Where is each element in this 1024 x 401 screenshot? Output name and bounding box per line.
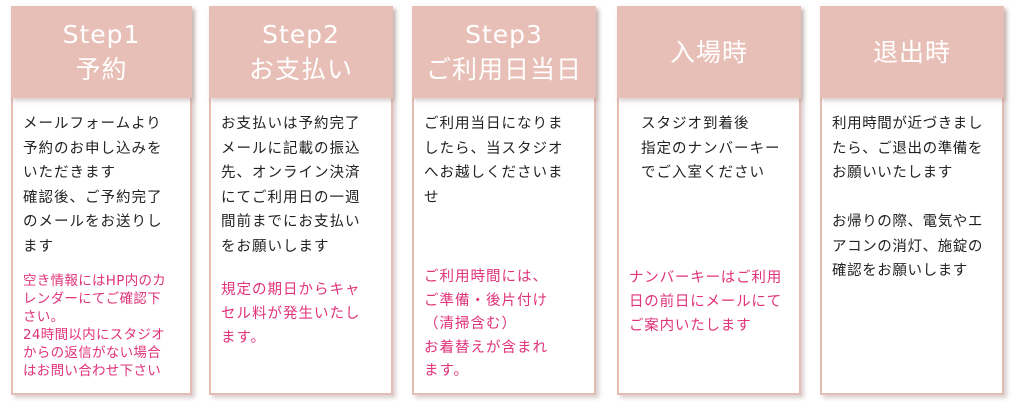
step-description-5: 利用時間が近づきまし たら、ご退出の準備を お願いいたします お帰りの際、電気や… [832,116,983,279]
step-header-3: Step3 ご利用日当日 [412,6,596,98]
step-card-2: Step2 お支払い お支払いは予約完了 メールに記載の振込 先、オンライン決済… [209,6,393,395]
step-title-2: Step2 お支払い [248,20,353,84]
step-note-4: ナンバーキーはご利用 日の前日にメールにて ご案内いたします [629,270,782,334]
step-card-5: 退出時 利用時間が近づきまし たら、ご退出の準備を お願いいたします お帰りの際… [820,6,1004,395]
step-title-4: 入場時 [669,37,748,67]
step-header-5: 退出時 [820,6,1004,98]
step-description-1: メールフォームより 予約のお申し込みを いただきます 確認後、ご予約完了 のメー… [23,116,163,255]
step-card-1: Step1 予約 メールフォームより 予約のお申し込みを いただきます 確認後、… [11,6,192,395]
step-title-5: 退出時 [872,37,951,67]
step-body-3: ご利用当日になりま したら、当スタジオ へお越しくださいま せ ご利用時間には、… [424,112,588,387]
step-note-1: 空き情報にはHP内のカ レンダーにてご確認下 さい。 24時間以内にスタジオ か… [23,273,167,379]
step-description-3: ご利用当日になりま したら、当スタジオ へお越しくださいま せ [424,116,564,206]
step-description-4: スタジオ到着後 指定のナンバーキー でご入室ください [641,116,781,181]
step-header-4: 入場時 [617,6,801,98]
step-card-3: Step3 ご利用日当日 ご利用当日になりま したら、当スタジオ へお越しくださ… [412,6,596,395]
step-body-2: お支払いは予約完了 メールに記載の振込 先、オンライン決済 にてご利用日の一週 … [221,112,385,387]
step-note-2: 規定の期日からキャ セル料が発生いたし ます。 [221,282,361,346]
step-title-1: Step1 予約 [62,20,141,84]
step-body-4: スタジオ到着後 指定のナンバーキー でご入室ください ナンバーキーはご利用 日の… [629,112,793,387]
step-header-1: Step1 予約 [11,6,192,98]
step-description-2: お支払いは予約完了 メールに記載の振込 先、オンライン決済 にてご利用日の一週 … [221,116,361,255]
step-body-5: 利用時間が近づきまし たら、ご退出の準備を お願いいたします お帰りの際、電気や… [832,112,996,387]
step-title-3: Step3 ご利用日当日 [425,20,582,84]
step-body-1: メールフォームより 予約のお申し込みを いただきます 確認後、ご予約完了 のメー… [23,112,184,387]
step-card-4: 入場時 スタジオ到着後 指定のナンバーキー でご入室ください ナンバーキーはご利… [617,6,801,395]
step-note-3: ご利用時間には、 ご準備・後片付け （清掃含む） お着替えが含まれ ます。 [424,269,548,379]
step-header-2: Step2 お支払い [209,6,393,98]
